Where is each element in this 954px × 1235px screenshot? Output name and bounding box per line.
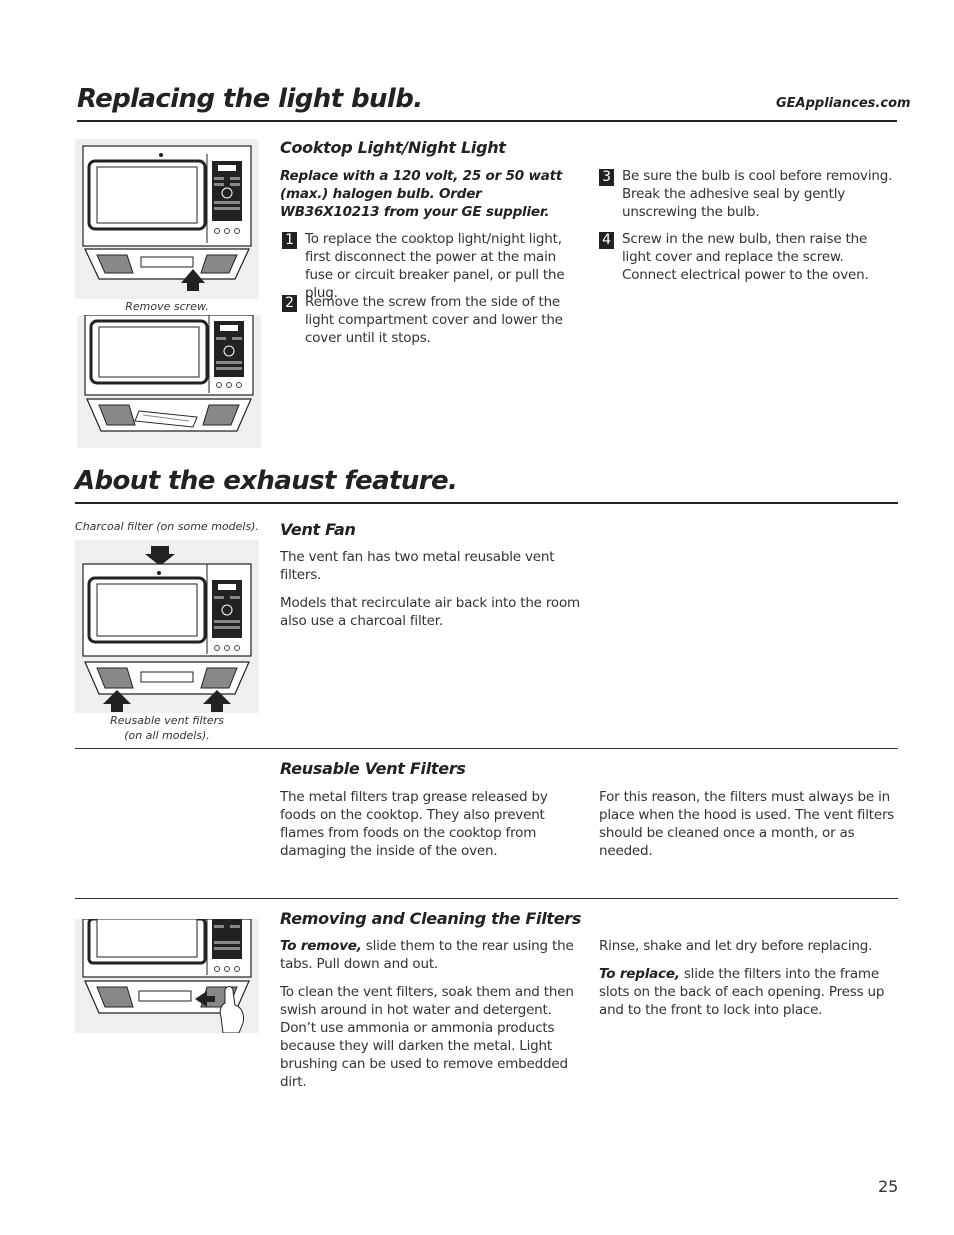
exhaust-rule [75, 502, 898, 504]
vent-fan-p1: The vent fan has two metal reusable vent… [280, 549, 555, 583]
to-clean-paragraph: To clean the vent filters, soak them and… [280, 984, 574, 1090]
figure-removing-filters [75, 919, 259, 1033]
website-link[interactable]: GEAppliances.com [776, 96, 911, 111]
charcoal-filter-caption: Charcoal filter (on some models). [75, 520, 259, 533]
cooktop-light-subtitle: Cooktop Light/Night Light [280, 138, 506, 157]
microwave-illustration-3 [82, 546, 252, 712]
step-3: 3 Be sure the bulb is cool before removi… [599, 167, 899, 221]
step-number-2: 2 [282, 295, 297, 312]
removing-left-column: To remove, slide them to the rear using … [280, 937, 582, 1101]
reusable-filter-caption-line1: Reusable vent filters [110, 714, 224, 727]
step-4: 4 Screw in the new bulb, then raise the … [599, 230, 899, 284]
figure-vent-filters [75, 540, 259, 713]
section-title-light-bulb: Replacing the light bulb. [77, 84, 423, 114]
vent-fan-title: Vent Fan [280, 520, 356, 539]
reusable-filters-left: The metal filters trap grease released b… [280, 789, 548, 859]
to-replace-paragraph: To replace, slide the filters into the f… [599, 965, 899, 1019]
microwave-illustration-2 [84, 315, 254, 432]
to-replace-text: slide the filters into the frame slots o… [599, 966, 885, 1018]
figure-lowered-cover [77, 315, 261, 448]
step-number-1: 1 [282, 232, 297, 249]
to-remove-text: slide them to the rear using the tabs. P… [280, 938, 574, 972]
vent-fan-text: The vent fan has two metal reusable vent… [280, 548, 585, 640]
divider-1 [75, 748, 898, 749]
step-text-4: Screw in the new bulb, then raise the li… [622, 231, 869, 283]
to-remove-paragraph: To remove, slide them to the rear using … [280, 937, 582, 973]
step-number-4: 4 [599, 232, 614, 249]
step-text-3: Be sure the bulb is cool before removing… [622, 168, 893, 220]
reusable-filter-caption: Reusable vent filters (on all models). [75, 713, 259, 743]
step-2: 2 Remove the screw from the side of the … [282, 293, 582, 347]
rinse-paragraph: Rinse, shake and let dry before replacin… [599, 938, 873, 954]
microwave-illustration-1 [82, 145, 252, 291]
divider-2 [75, 898, 898, 899]
step-text-1: To replace the cooktop light/night light… [305, 231, 565, 301]
to-remove-lead: To remove, [280, 938, 362, 954]
microwave-illustration-4 [82, 919, 252, 1033]
removing-right-column: Rinse, shake and let dry before replacin… [599, 937, 899, 1029]
step-1: 1 To replace the cooktop light/night lig… [282, 230, 582, 302]
bulb-spec-intro: Replace with a 120 volt, 25 or 50 watt (… [280, 168, 563, 220]
step-number-3: 3 [599, 169, 614, 186]
figure-remove-screw [75, 139, 259, 299]
removing-cleaning-title: Removing and Cleaning the Filters [280, 909, 582, 928]
reusable-filters-right: For this reason, the filters must always… [599, 789, 895, 859]
vent-fan-p2: Models that recirculate air back into th… [280, 595, 581, 629]
page-number: 25 [878, 1177, 899, 1196]
reusable-filter-caption-line2: (on all models). [124, 729, 210, 742]
header-rule [77, 120, 897, 122]
figure-caption-remove-screw: Remove screw. [125, 300, 209, 313]
to-replace-lead: To replace, [599, 966, 680, 982]
step-text-2: Remove the screw from the side of the li… [305, 294, 563, 346]
reusable-filters-title: Reusable Vent Filters [280, 759, 466, 778]
section-title-exhaust: About the exhaust feature. [75, 466, 458, 496]
